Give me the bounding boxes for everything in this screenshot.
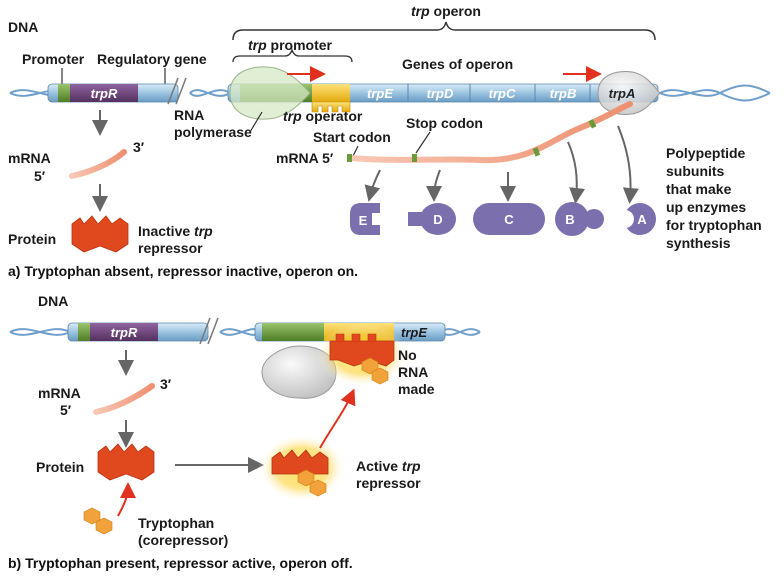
- polypeptide-E: E: [350, 203, 380, 235]
- trp-operator-label: trp operator: [283, 108, 363, 124]
- operon-label: trp operon: [411, 3, 481, 19]
- mrna-label-left: mRNA: [8, 150, 51, 166]
- protein-label-b: Protein: [36, 459, 84, 475]
- start-codon-label: Start codon: [313, 129, 391, 145]
- trpR-gene: [70, 84, 138, 102]
- trpR-mrna: [69, 149, 127, 179]
- polypeptide-B: B: [555, 202, 604, 236]
- svg-text:C: C: [504, 212, 514, 227]
- dna-label-a: DNA: [8, 19, 38, 35]
- tryptophan-icon: [95, 517, 113, 535]
- active-repressor-label-1: Active trp: [356, 458, 421, 474]
- trpR-mrna-b: [93, 383, 155, 415]
- panel-b: DNA trpR trpE No RNA made mRNA 5′ 3: [8, 293, 481, 571]
- regulatory-gene-label: Regulatory gene: [97, 51, 207, 67]
- stop-codon-label: Stop codon: [406, 115, 483, 131]
- trpR-gene-b: [90, 323, 158, 341]
- inactive-repressor-label-1: Inactive trp: [138, 223, 213, 239]
- genes-of-operon-label: Genes of operon: [402, 56, 513, 72]
- trp-promoter-label: trp promoter: [248, 37, 333, 53]
- rna-polymerase-icon: [597, 71, 661, 115]
- inactive-repressor-label-2: repressor: [138, 240, 203, 256]
- polypeptide-text-4: up enzymes: [666, 199, 746, 215]
- no-rna-text-1: No: [398, 347, 417, 363]
- polypeptide-A: A: [616, 203, 656, 235]
- three-prime-a: 3′: [133, 139, 145, 155]
- trp-repressor-icon: [71, 215, 129, 253]
- rna-polymerase-icon: [229, 66, 311, 120]
- polypeptide-text-2: subunits: [666, 163, 725, 179]
- operon-bracket: [232, 21, 656, 41]
- polypeptide-text-1: Polypeptide: [666, 145, 746, 161]
- trpC-label: trpC: [489, 86, 516, 101]
- mrna-polycistronic: [347, 101, 633, 164]
- caption-b: b) Tryptophan present, repressor active,…: [8, 555, 353, 571]
- five-prime-left: 5′: [34, 168, 46, 184]
- mrna-label-right: mRNA 5′: [276, 150, 334, 166]
- trpR-promoter: [58, 84, 70, 102]
- five-prime-b: 5′: [60, 402, 72, 418]
- trpB-label: trpB: [550, 86, 577, 101]
- promoter-label: Promoter: [22, 51, 85, 67]
- mrna-label-b: mRNA: [38, 385, 81, 401]
- svg-text:E: E: [359, 213, 368, 228]
- promoter-bracket: [232, 47, 353, 63]
- active-repressor-icon: [271, 449, 329, 475]
- dna-label-b: DNA: [38, 293, 68, 309]
- polypeptide-C: C: [473, 203, 545, 235]
- polypeptide-text-5: for tryptophan: [666, 217, 762, 233]
- trpE-label: trpE: [367, 86, 393, 101]
- trpR-label-b: trpR: [111, 325, 138, 340]
- polypeptide-text-3: that make: [666, 181, 732, 197]
- svg-text:A: A: [637, 212, 647, 227]
- no-rna-text-2: RNA: [398, 364, 428, 380]
- tryptophan-label-2: (corepressor): [138, 532, 228, 548]
- rna-polymerase-label-1: RNA: [174, 107, 204, 123]
- trpD-label: trpD: [427, 86, 454, 101]
- trp-operator-region: [312, 84, 350, 102]
- active-repressor-label-2: repressor: [356, 475, 421, 491]
- svg-text:B: B: [565, 212, 574, 227]
- three-prime-b: 3′: [160, 376, 172, 392]
- panel-a: DNA trp operon trp promoter Promoter Reg…: [8, 3, 771, 279]
- no-rna-text-3: made: [398, 381, 435, 397]
- polypeptide-D: D: [408, 203, 456, 235]
- protein-label-a: Protein: [8, 231, 56, 247]
- caption-a: a) Tryptophan absent, repressor inactive…: [8, 263, 358, 279]
- trpE-label-b: trpE: [401, 325, 427, 340]
- trpR-label: trpR: [91, 86, 118, 101]
- trpA-label: trpA: [609, 86, 636, 101]
- polypeptide-text-6: synthesis: [666, 235, 731, 251]
- rna-polymerase-label-2: polymerase: [174, 124, 252, 140]
- trp-repressor-icon: [97, 443, 155, 481]
- svg-text:D: D: [433, 212, 442, 227]
- tryptophan-label-1: Tryptophan: [138, 515, 214, 531]
